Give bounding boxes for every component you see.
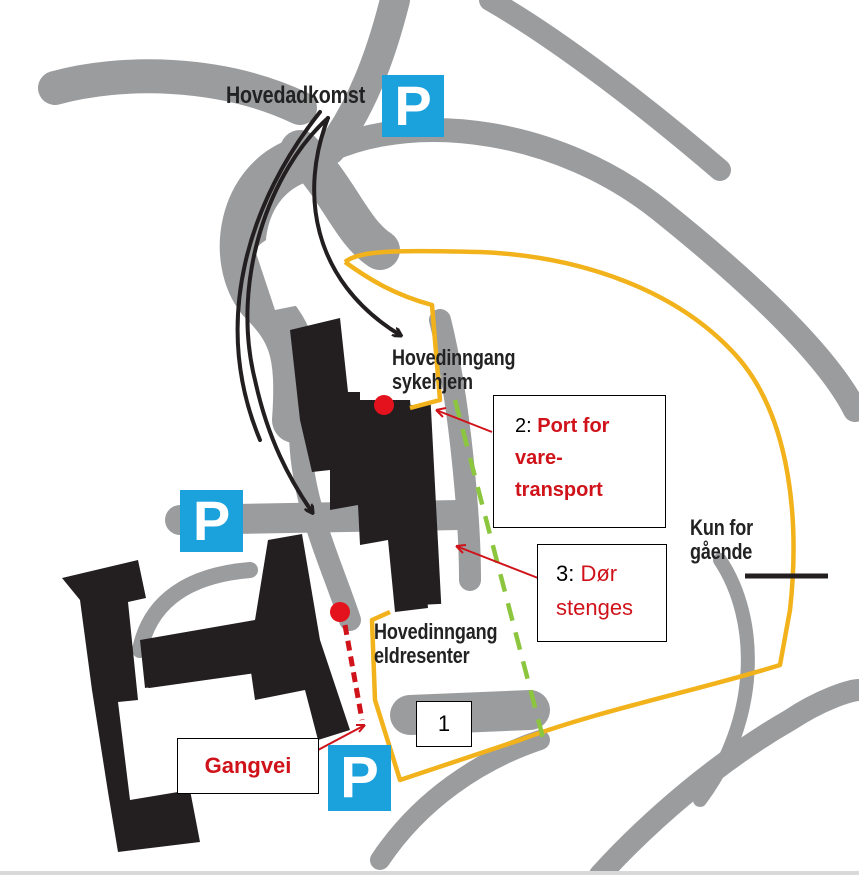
callout-arrows: [317, 407, 539, 751]
callout-3-line1: Dør: [580, 561, 618, 586]
label-elderly-entrance-line1: Hovedinngang: [374, 619, 498, 644]
callout-2-line1: Port for: [537, 415, 610, 437]
callout-2: 2: Port for vare- transport: [493, 395, 666, 528]
label-nursing-entrance: Hovedinngang sykehjem: [392, 346, 515, 394]
parking-sign-top: P: [382, 75, 444, 137]
building-nursing-home: [290, 318, 428, 612]
callout-3: 3: Dør stenges: [537, 544, 667, 642]
label-pedestrians-line2: gående: [690, 538, 753, 564]
callout-3-line2: stenges: [556, 595, 634, 620]
label-elderly-entrance-line2: eldresenter: [374, 642, 470, 668]
label-pedestrians-line1: Kun for: [690, 515, 753, 540]
building-left-wing: [62, 560, 200, 852]
callout-3-number: 3:: [556, 561, 575, 586]
access-arrows: [235, 110, 400, 512]
callout-1: 1: [416, 701, 472, 747]
callout-2-number: 2:: [515, 415, 532, 437]
label-pedestrians-only: Kun for gående: [690, 516, 753, 564]
label-nursing-entrance-line2: sykehjem: [392, 368, 473, 394]
callout-walkway-text: Gangvei: [204, 753, 292, 778]
callout-2-line3: transport: [515, 479, 603, 501]
callout-1-number: 1: [437, 711, 451, 736]
route-outline: [343, 248, 796, 783]
parking-sign-bottom: P: [328, 745, 391, 811]
label-elderly-entrance: Hovedinngang eldresenter: [374, 620, 497, 668]
callout-2-line2: vare-: [515, 447, 563, 469]
parking-sign-middle: P: [180, 490, 243, 552]
bottom-border: [0, 871, 859, 875]
label-nursing-entrance-line1: Hovedinngang: [392, 345, 516, 370]
walkway-line: [342, 624, 365, 721]
label-main-entrance-area: Hovedadkomst: [226, 82, 366, 109]
callout-walkway: Gangvei: [177, 738, 319, 794]
marker-nursing-entrance: [374, 395, 394, 415]
marker-elderly-entrance: [330, 602, 350, 622]
buildings: [62, 318, 442, 852]
